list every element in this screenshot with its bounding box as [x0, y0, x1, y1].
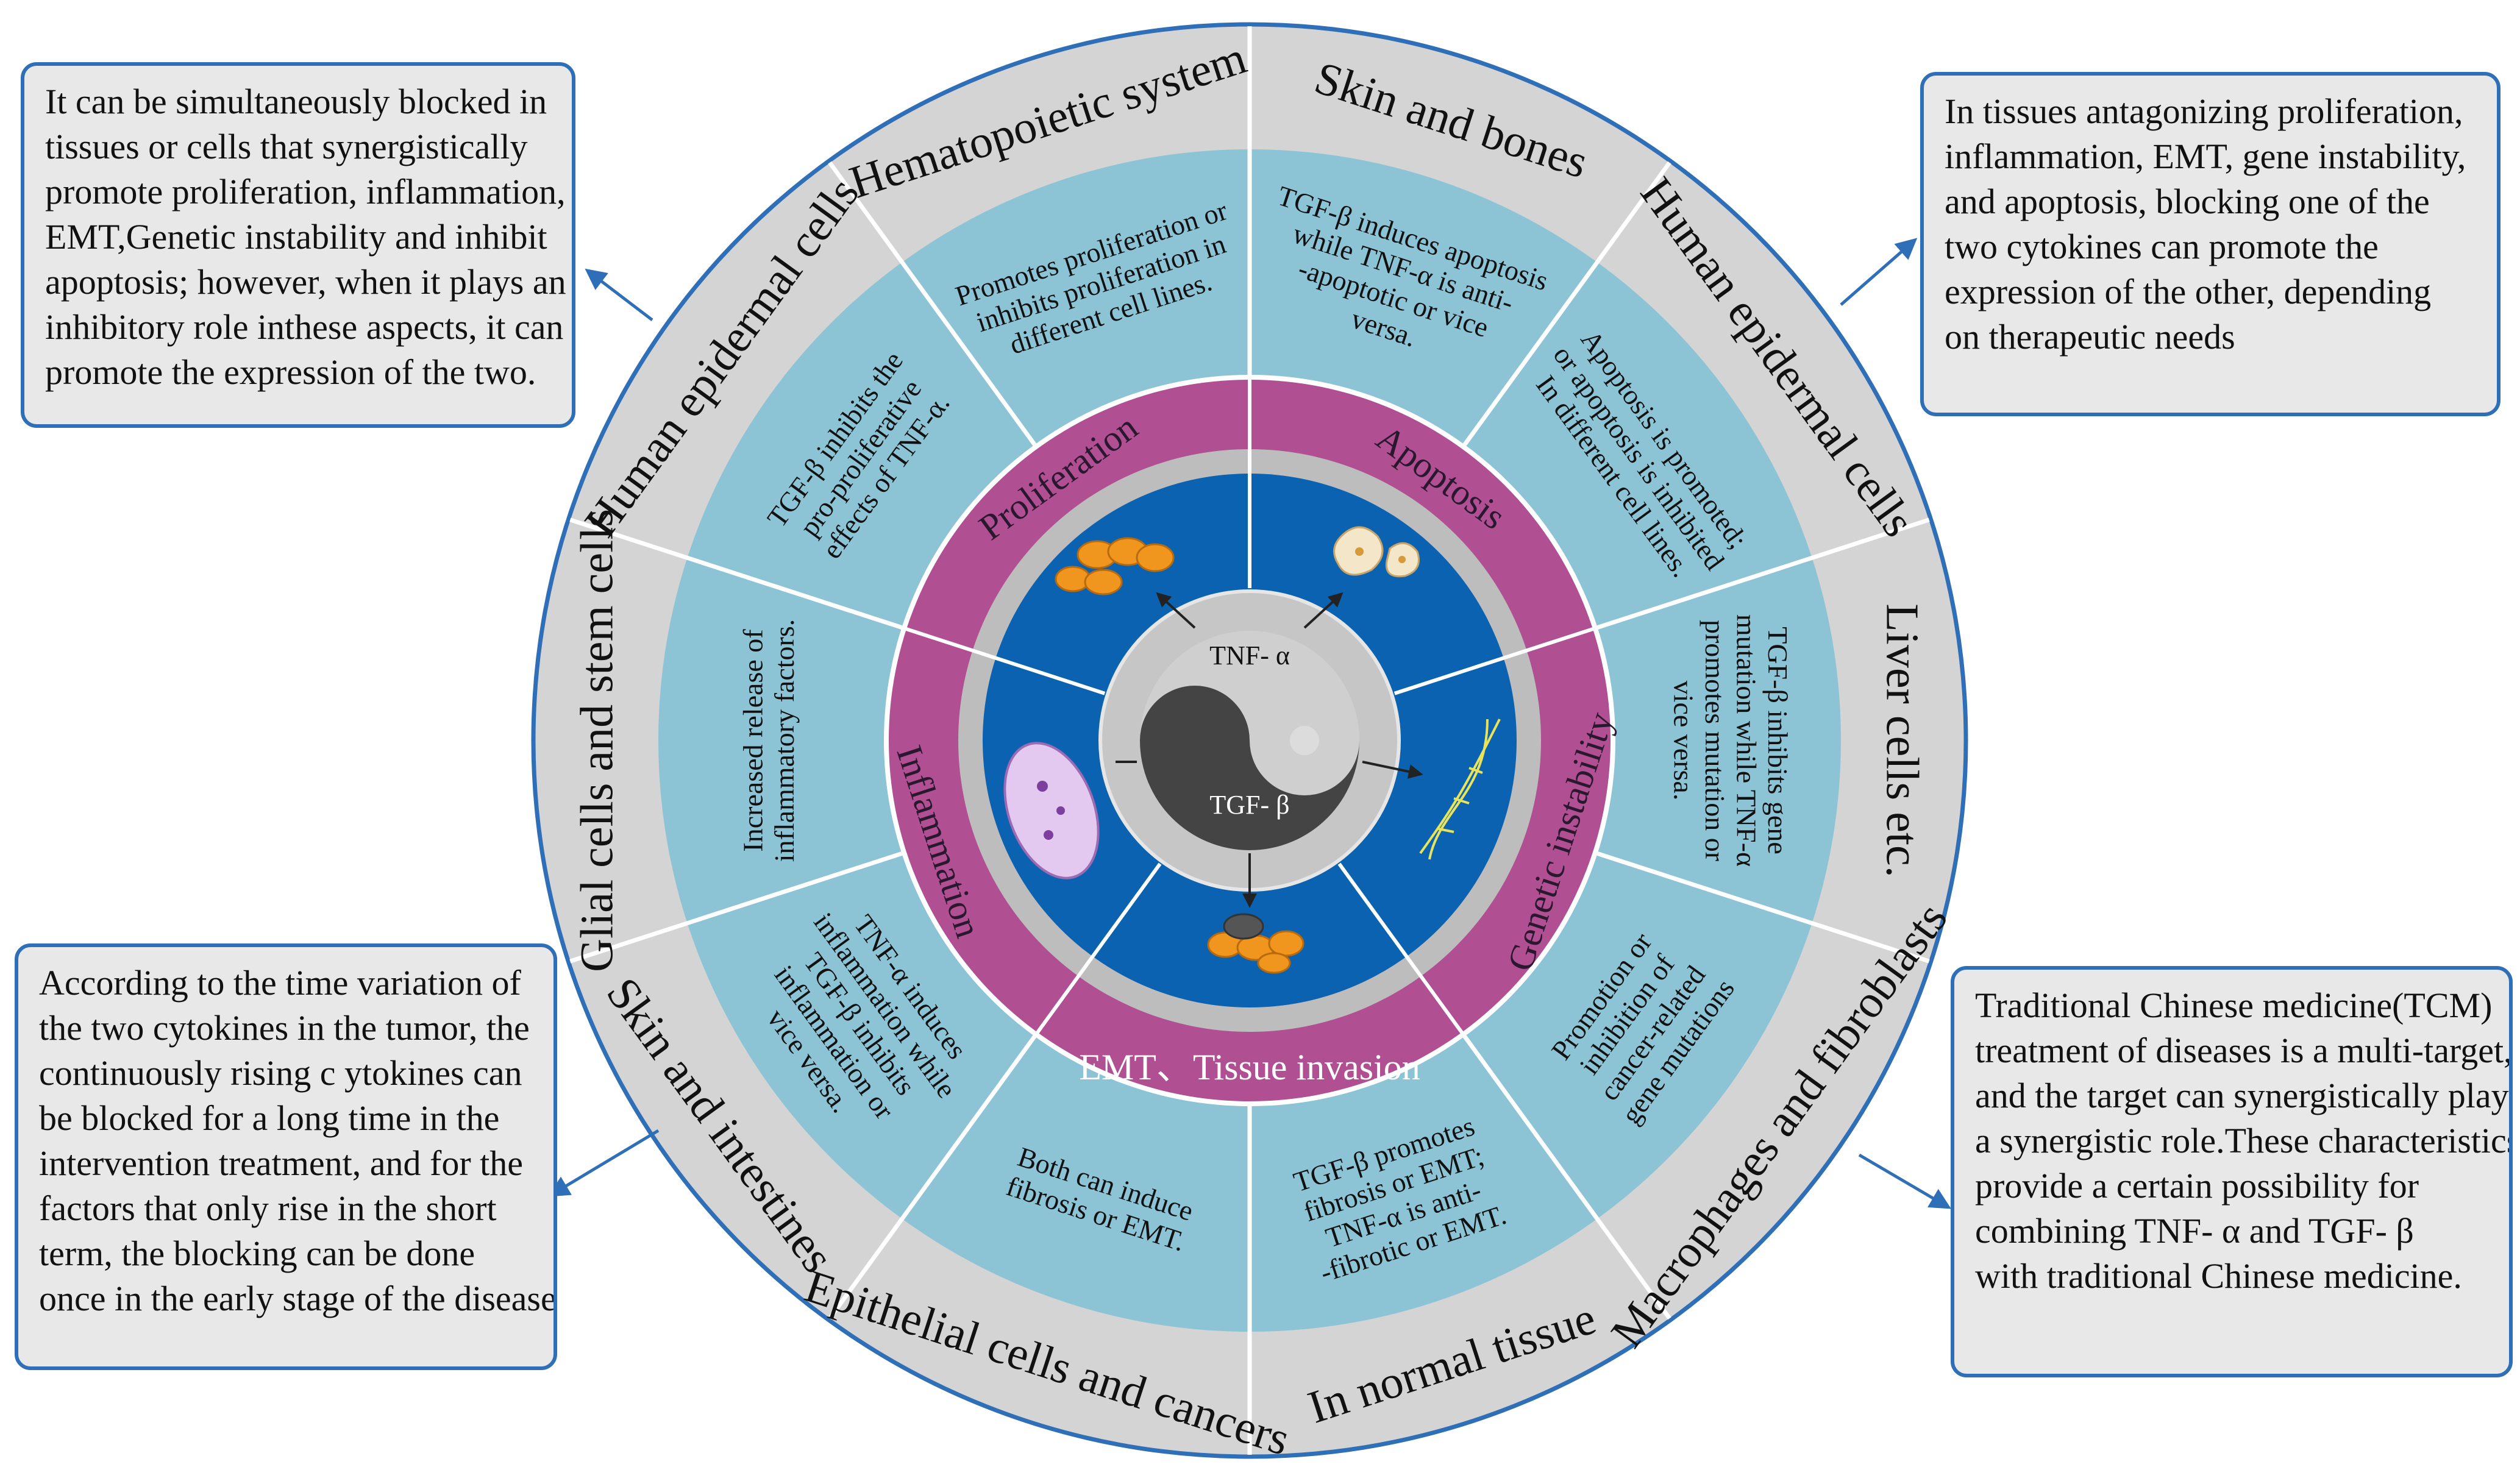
note-line: a synergistic role.These characteristics	[1975, 1121, 2513, 1160]
sector-divider	[1462, 1035, 1671, 1320]
sector-divider	[828, 1035, 1037, 1320]
note-top-left: It can be simultaneously blocked in tissu…	[21, 62, 575, 428]
sector-divider	[569, 517, 903, 630]
effect-text-liver-line: mutation while TNF-α	[1731, 614, 1762, 867]
sector-divider	[1596, 851, 1930, 964]
note-bottom-left: According to the time variation of the tw…	[15, 943, 557, 1370]
effect-text-liver-line: TGF-β inhibits gene	[1762, 627, 1793, 854]
effect-text-liver-line: promotes mutation or	[1700, 620, 1731, 861]
sector-divider	[1596, 517, 1930, 630]
note-line: It can be simultaneously blocked in	[45, 82, 547, 121]
tissue-label-liver-line: Liver cells etc.	[1876, 603, 1927, 877]
process-label-emt: EMT、Tissue invasion	[1079, 1047, 1420, 1087]
note-line: inhibitory role inthese aspects, it can	[45, 307, 564, 347]
note-line: intervention treatment, and for the	[39, 1143, 523, 1183]
note-line: with traditional Chinese medicine.	[1975, 1256, 2462, 1296]
note-line: and the target can synergistically play	[1975, 1076, 2509, 1115]
tissue-label-glial-line: Glial cells and stem cells	[572, 509, 623, 972]
process-label-emt-line: EMT、Tissue invasion	[1079, 1047, 1420, 1087]
note-line: be blocked for a long time in the	[39, 1098, 500, 1138]
note-line: apoptosis; however, when it plays an	[45, 262, 566, 302]
note-line: According to the time variation of	[39, 963, 521, 1003]
sector-dividers	[569, 26, 1930, 1455]
tissue-label-liver: Liver cells etc.	[1876, 603, 1927, 877]
note-line: combining TNF- α and TGF- β	[1975, 1211, 2414, 1251]
note-line: term, the blocking can be done	[39, 1234, 475, 1273]
note-line: In tissues antagonizing proliferation,	[1945, 91, 2463, 131]
center-arrows	[1116, 592, 1423, 908]
core-divider	[1337, 862, 1467, 1038]
note-line: on therapeutic needs	[1945, 317, 2235, 357]
note-line: EMT,Genetic instability and inhibit	[45, 217, 547, 257]
core-divider	[1393, 625, 1598, 695]
note-line: the two cytokines in the tumor, the	[39, 1008, 530, 1048]
effect-text-glial-line: Increased release of	[737, 629, 768, 852]
note-connectors	[547, 238, 1952, 1209]
core-divider	[1033, 862, 1162, 1038]
inflammatory-cell-icon	[1003, 742, 1100, 879]
dna-helix-icon	[1419, 719, 1501, 860]
tnf-alpha-label: TNF- α	[1209, 641, 1290, 670]
yin-yang-icon	[1140, 631, 1359, 850]
note-line: Traditional Chinese medicine(TCM)	[1975, 986, 2493, 1025]
note-line: promote the expression of the two.	[45, 352, 536, 392]
note-top-right: In tissues antagonizing proliferation, in…	[1920, 72, 2500, 416]
proliferating-cells-icon	[1055, 537, 1175, 595]
effect-text-glial-line: inflammatory factors.	[769, 619, 800, 862]
note-line: provide a certain possibility for	[1975, 1166, 2419, 1206]
note-line: inflammation, EMT, gene instability,	[1945, 137, 2466, 176]
note-line: continuously rising c ytokines can	[39, 1053, 522, 1093]
note-line: once in the early stage of the disease	[39, 1279, 557, 1318]
sector-divider	[1462, 161, 1671, 446]
note-line: treatment of diseases is a multi-target,	[1975, 1031, 2513, 1070]
tgf-beta-label: TGF- β	[1209, 790, 1289, 820]
note-line: and apoptosis, blocking one of the	[1945, 182, 2430, 221]
apoptotic-cells-icon	[1333, 526, 1420, 578]
note-bottom-right: Traditional Chinese medicine(TCM) treatme…	[1951, 966, 2513, 1377]
note-line: factors that only rise in the short	[39, 1188, 497, 1228]
note-line: tissues or cells that synergistically	[45, 127, 528, 166]
note-line: expression of the other, depending	[1945, 272, 2432, 311]
sector-divider	[828, 161, 1037, 446]
core-divider	[901, 625, 1106, 695]
invasive-cells-icon	[1207, 913, 1304, 974]
sector-divider	[569, 851, 903, 964]
effect-text-liver-line: vice versa.	[1668, 681, 1700, 801]
note-line: two cytokines can promote the	[1945, 227, 2379, 266]
tissue-label-glial: Glial cells and stem cells	[572, 509, 623, 972]
note-line: promote proliferation, inflammation,	[45, 172, 566, 211]
